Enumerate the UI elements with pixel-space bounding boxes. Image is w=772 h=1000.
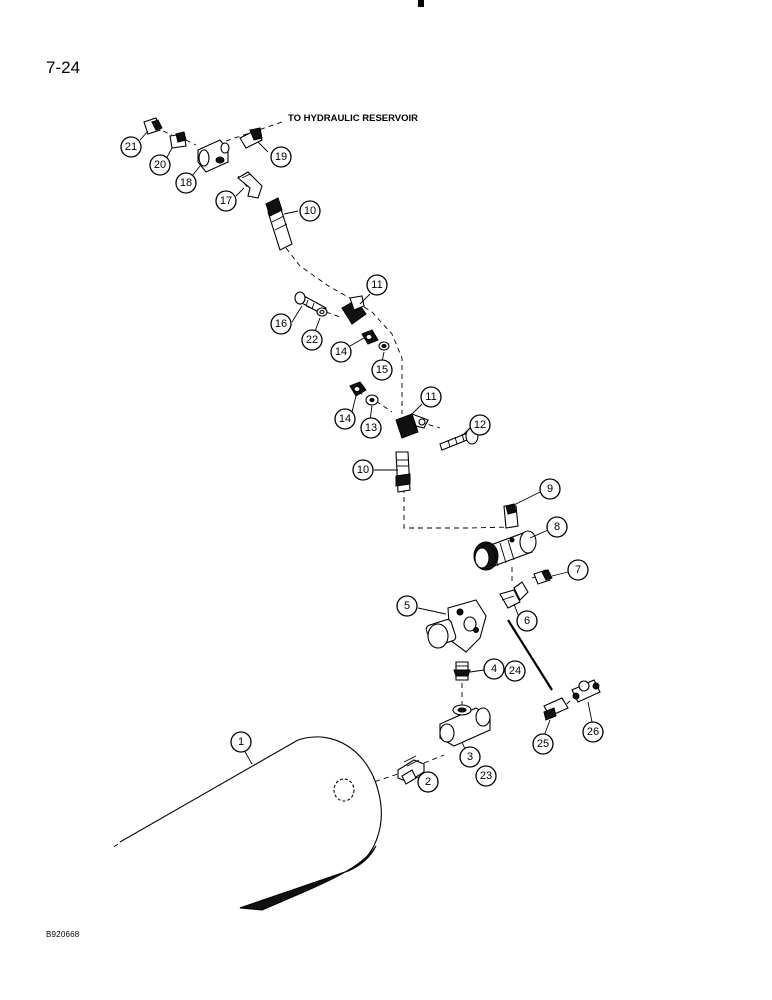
pipe-tee-3 — [439, 704, 491, 747]
fitting-21 — [143, 117, 163, 135]
svg-text:15: 15 — [376, 364, 388, 376]
pressure-valve-5 — [425, 599, 487, 653]
callout-3: 3 — [459, 746, 481, 768]
fitting-4 — [453, 661, 471, 681]
svg-text:9: 9 — [547, 483, 553, 495]
svg-text:26: 26 — [587, 726, 599, 738]
svg-text:21: 21 — [125, 141, 137, 153]
callout-4: 4 — [483, 658, 505, 680]
callout-20: 20 — [149, 154, 171, 176]
svg-text:3: 3 — [467, 751, 473, 763]
washer-15 — [378, 341, 390, 351]
svg-text:8: 8 — [554, 521, 560, 533]
clamp-11-upper — [341, 295, 367, 325]
svg-text:25: 25 — [537, 738, 549, 750]
callout-1: 1 — [230, 731, 252, 753]
callout-11-lower: 11 — [420, 386, 442, 408]
callout-10-lower: 10 — [352, 459, 374, 481]
hose-fitting-10-lower — [395, 451, 411, 493]
callout-leaders — [139, 130, 593, 779]
callout-12: 12 — [469, 414, 491, 436]
callout-9: 9 — [539, 478, 561, 500]
clamp-11-lower — [395, 413, 429, 439]
callout-2: 2 — [417, 771, 439, 793]
svg-text:13: 13 — [365, 422, 377, 434]
svg-text:17: 17 — [220, 195, 232, 207]
plug-7 — [533, 569, 553, 585]
svg-text:11: 11 — [371, 279, 382, 291]
callout-24: 24 — [504, 660, 526, 682]
svg-text:24: 24 — [509, 665, 521, 677]
washer-13 — [365, 394, 379, 406]
fitting-19 — [239, 127, 263, 149]
image-code: B920668 — [46, 930, 80, 939]
callout-26: 26 — [582, 721, 604, 743]
destination-label: TO HYDRAULIC RESERVOIR — [288, 113, 418, 124]
svg-text:10: 10 — [357, 464, 369, 476]
callout-18: 18 — [175, 172, 197, 194]
tee-18 — [197, 139, 230, 173]
svg-text:23: 23 — [480, 770, 492, 782]
washer-22 — [316, 307, 328, 317]
elbow-6 — [499, 581, 529, 609]
callout-22: 22 — [301, 329, 323, 351]
svg-text:19: 19 — [275, 151, 287, 163]
svg-text:10: 10 — [304, 205, 316, 217]
hose-fitting-10-upper — [265, 197, 293, 251]
callout-21: 21 — [120, 136, 142, 158]
callout-16: 16 — [270, 313, 292, 335]
svg-text:6: 6 — [524, 615, 530, 627]
svg-text:22: 22 — [306, 334, 318, 346]
page-number: 7-24 — [46, 58, 81, 77]
callout-25: 25 — [532, 733, 554, 755]
callout-10-upper: 10 — [299, 200, 321, 222]
svg-text:18: 18 — [180, 177, 192, 189]
valve-26 — [571, 679, 601, 703]
svg-text:16: 16 — [275, 318, 287, 330]
fitting-20 — [169, 131, 187, 149]
fitting-9 — [503, 503, 519, 529]
callout-19: 19 — [270, 146, 292, 168]
fitting-25 — [543, 697, 569, 721]
callout-17: 17 — [215, 190, 237, 212]
nut-14-lower — [349, 381, 367, 397]
callout-6: 6 — [516, 610, 538, 632]
callout-23: 23 — [475, 765, 497, 787]
svg-text:11: 11 — [425, 391, 436, 403]
svg-text:12: 12 — [474, 419, 486, 431]
callout-11-upper: 11 — [366, 274, 388, 296]
callout-8: 8 — [546, 516, 568, 538]
air-tank — [111, 736, 382, 911]
elbow-17 — [237, 171, 263, 199]
callout-7: 7 — [567, 559, 589, 581]
callout-14-lower: 14 — [334, 408, 356, 430]
svg-text:20: 20 — [154, 159, 166, 171]
callout-15: 15 — [371, 359, 393, 381]
svg-text:4: 4 — [491, 663, 497, 675]
callout-14-upper: 14 — [330, 341, 352, 363]
svg-text:7: 7 — [575, 564, 581, 576]
nut-14-upper — [361, 329, 379, 345]
page-edge-mark — [418, 0, 424, 7]
svg-text:1: 1 — [238, 736, 244, 748]
hose-routing-lines — [162, 120, 571, 788]
callout-13: 13 — [360, 417, 382, 439]
svg-text:14: 14 — [335, 346, 347, 358]
callout-5: 5 — [396, 595, 418, 617]
svg-text:14: 14 — [339, 413, 351, 425]
regulator-8 — [473, 530, 537, 571]
svg-text:5: 5 — [404, 600, 410, 612]
svg-text:2: 2 — [425, 776, 431, 788]
